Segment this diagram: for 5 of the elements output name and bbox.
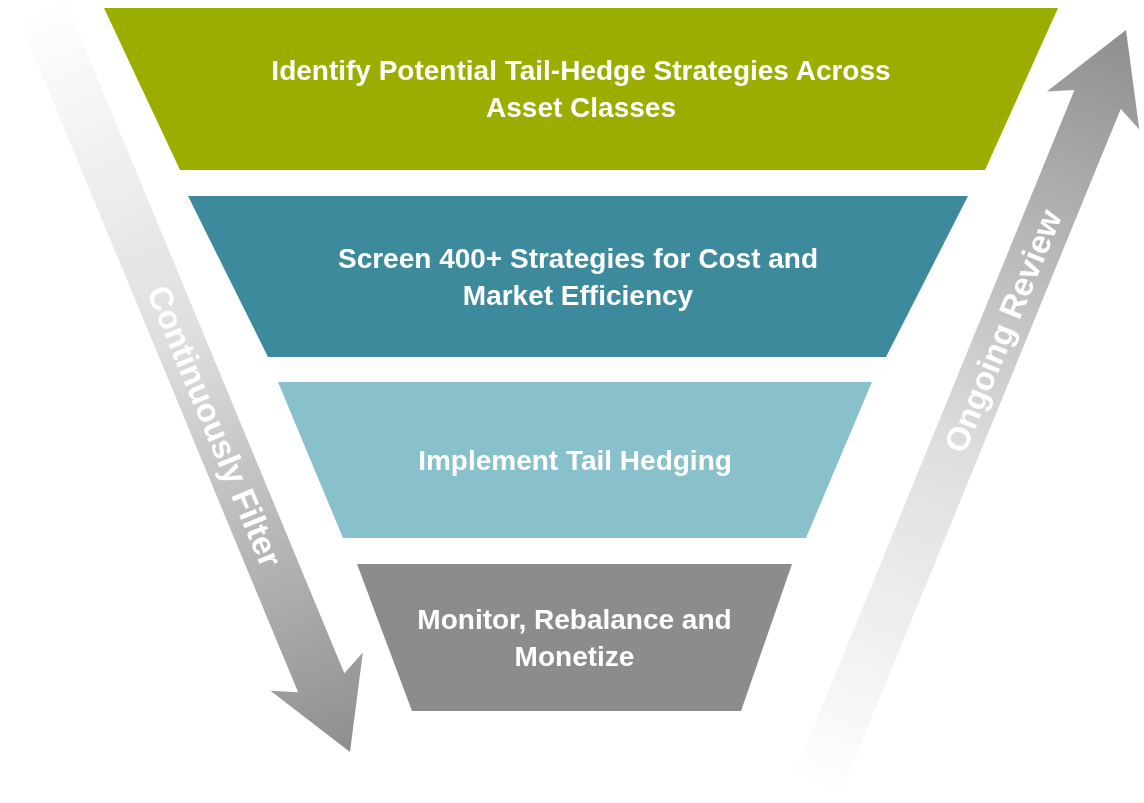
funnel-stage bbox=[357, 564, 792, 711]
funnel-stage bbox=[278, 382, 872, 538]
funnel-stage bbox=[104, 8, 1058, 170]
stage-label: Monitor, Rebalance and Monetize bbox=[416, 602, 733, 674]
stage-label: Implement Tail Hedging bbox=[417, 443, 733, 478]
